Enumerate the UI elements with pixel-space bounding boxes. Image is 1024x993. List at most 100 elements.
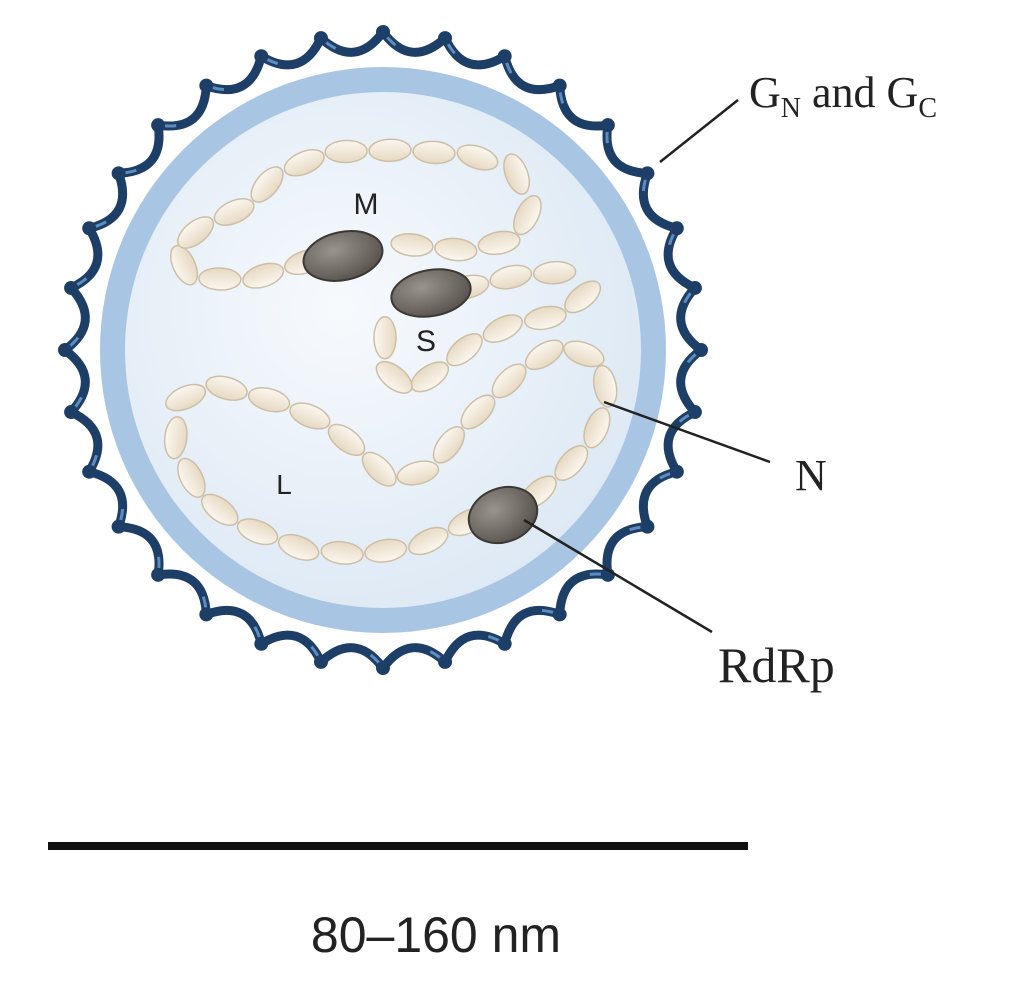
nucleoprotein-bead-s (482, 314, 523, 343)
spike-cap (313, 654, 328, 669)
nucleoprotein-bead-l (201, 493, 239, 526)
spike-highlight (64, 286, 87, 352)
nucleoprotein-bead-m (177, 216, 215, 249)
spike-arc (84, 168, 128, 233)
nucleoprotein-bead-m (503, 153, 531, 195)
nucleoprotein-bead-l (524, 339, 564, 371)
spike-cap (151, 567, 166, 582)
spike-cap (687, 280, 702, 295)
spike-cap (111, 519, 126, 534)
spike-cap (600, 118, 615, 133)
spike-highlight (319, 31, 385, 54)
scale-label: 80–160 nm (311, 907, 561, 963)
spike-cap (313, 31, 328, 46)
nucleoprotein-bead-m (250, 166, 284, 203)
nucleoprotein-bead-l (491, 363, 527, 399)
spike-cap (687, 405, 702, 420)
spike-highlight (605, 124, 648, 175)
spike-cap (640, 166, 655, 181)
nucleoprotein-bead-m (198, 267, 242, 291)
spike-arc (316, 27, 388, 57)
spike-highlight (381, 646, 447, 669)
spike-cap (669, 221, 684, 236)
spike-cap (376, 661, 390, 675)
spike-arc (201, 51, 266, 95)
spike-cap (438, 31, 453, 46)
spike-highlight (666, 227, 696, 290)
nucleoprotein-bead-l (432, 426, 466, 464)
spike-cap (254, 636, 269, 651)
spike-arc (378, 643, 450, 673)
spike-cap (151, 118, 166, 133)
glycoprotein-label: GN and GC (749, 68, 937, 124)
spike-cap (497, 636, 512, 651)
nucleoprotein-bead-m (213, 198, 255, 226)
nucleoprotein-bead-m (434, 237, 478, 262)
nucleoprotein-bead-l (163, 416, 188, 460)
spike-cap (64, 280, 79, 295)
spike-cap (552, 607, 567, 622)
nucleoprotein-bead-l (554, 444, 589, 482)
nucleoprotein-bead-s (532, 260, 577, 285)
spike-cap (199, 78, 214, 93)
spike-highlight (157, 572, 208, 615)
nucleoprotein-bead-m (242, 262, 285, 289)
spike-arc (638, 168, 682, 233)
spike-arc (60, 345, 90, 417)
nucleoprotein-bead-l (205, 375, 248, 401)
nucleoprotein-bead-s (446, 333, 483, 367)
spike-cap (376, 25, 390, 39)
nucleoprotein-bead-s (523, 305, 567, 331)
nucleoprotein-bead-s (375, 360, 413, 394)
spike-cap (58, 343, 72, 357)
leader-line-nucleoprotein (603, 400, 771, 464)
spike-cap (82, 464, 97, 479)
glycoprotein-spikes (58, 25, 708, 675)
spike-highlight (70, 410, 100, 473)
spike-highlight (443, 37, 506, 67)
spike-highlight (558, 572, 609, 615)
spike-highlight (70, 227, 100, 290)
spike-arc (500, 605, 565, 649)
nucleoprotein-bead-m (283, 149, 325, 177)
spike-arc (114, 522, 164, 580)
spike-arc (153, 569, 211, 619)
spike-arc (602, 120, 652, 178)
nucleoprotein-bead-l (592, 364, 618, 408)
spike-cap (669, 464, 684, 479)
nucleoprotein-bead-l (583, 407, 611, 449)
spike-arc (676, 283, 706, 355)
rdrp-s-segment (390, 268, 472, 318)
spike-highlight (205, 55, 263, 92)
nucleoprotein-label: N (795, 451, 827, 500)
spike-cap (497, 49, 512, 64)
spike-cap (438, 654, 453, 669)
nucleoprotein-bead-l (563, 340, 605, 368)
nucleoprotein-bead-m (477, 230, 521, 256)
leader-line-glycoproteins (659, 99, 739, 163)
spike-arc (555, 81, 613, 131)
nucleoprotein-bead-m (513, 194, 542, 236)
spike-arc (602, 522, 652, 580)
spike-highlight (118, 525, 161, 576)
leader-line-rdrp (523, 518, 713, 634)
spike-arc (638, 467, 682, 532)
spike-highlight (64, 348, 87, 414)
spike-highlight (641, 172, 678, 230)
nucleoprotein-bead-s (489, 264, 533, 290)
nucleoprotein-bead-l (165, 383, 207, 412)
spike-highlight (503, 608, 561, 645)
spike-arc (153, 81, 211, 131)
segment-label-s: S (416, 325, 436, 358)
nucleoprotein-bead-l (289, 402, 331, 430)
rdrp-label: RdRp (718, 637, 835, 693)
spike-highlight (558, 85, 609, 128)
spike-arc (500, 51, 565, 95)
spike-highlight (605, 525, 648, 576)
nucleoprotein-bead-l (327, 423, 366, 457)
spike-cap (82, 221, 97, 236)
spike-highlight (679, 348, 702, 414)
nucleoprotein-bead-s (373, 316, 397, 360)
nucleoprotein-bead-l (364, 538, 408, 563)
